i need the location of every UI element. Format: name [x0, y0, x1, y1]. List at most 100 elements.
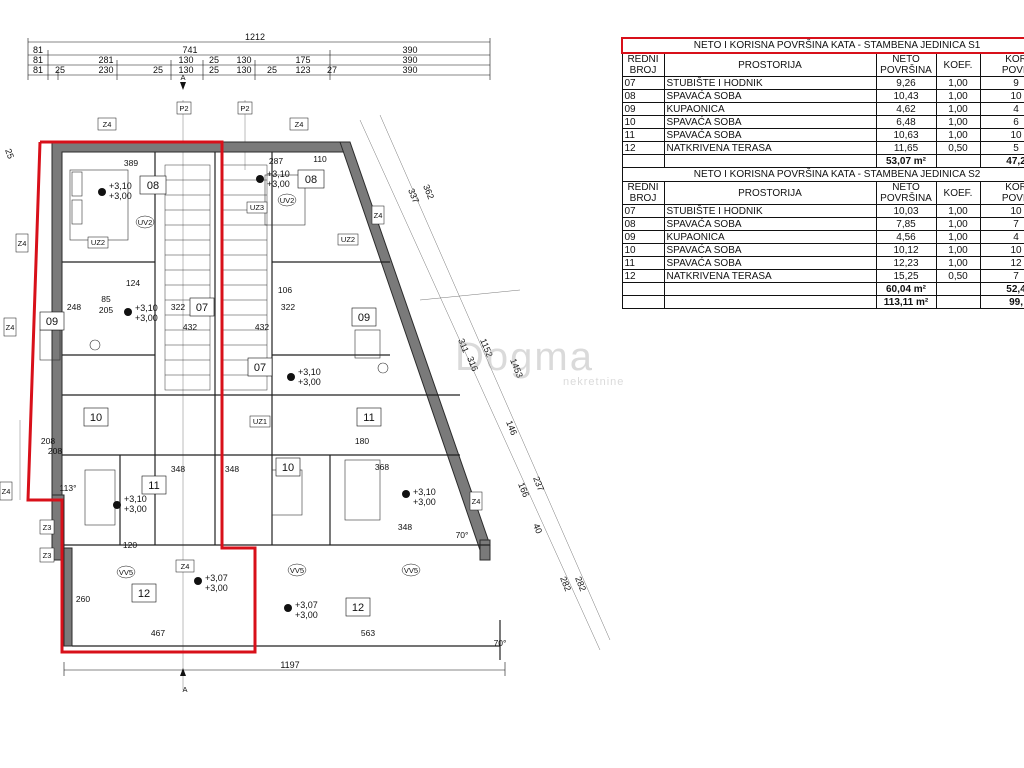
- svg-text:UV2: UV2: [138, 218, 153, 227]
- dim-label: 362: [421, 183, 436, 201]
- room-label: 11: [148, 480, 159, 492]
- header-koef: KOEF.: [935, 52, 981, 77]
- dim-label: 741: [182, 45, 197, 55]
- dim-label: 175: [295, 55, 310, 65]
- svg-text:UZ1: UZ1: [253, 417, 267, 426]
- dim-label: 166: [516, 481, 531, 499]
- header-koef: KOEF.: [935, 181, 981, 205]
- dim-label: 120: [123, 540, 137, 550]
- room-label: 11: [363, 412, 374, 424]
- dim-label: 1212: [245, 32, 265, 42]
- bottom-dimension: 1197: [63, 660, 506, 676]
- dim-label: 389: [124, 158, 138, 168]
- plan-tags: Z4 Z4 Z4 Z4 Z4 Z4 Z4 Z4 Z3 Z3 P2 P2 UV2 …: [0, 73, 483, 694]
- svg-text:UZ2: UZ2: [341, 235, 355, 244]
- dim-label: 81: [33, 55, 43, 65]
- room-label: 08: [147, 180, 159, 192]
- level-marker: +3,07+3,00: [284, 600, 318, 620]
- level-marker: +3,07+3,00: [194, 573, 228, 593]
- svg-text:UV2: UV2: [280, 196, 295, 205]
- svg-text:VV5: VV5: [290, 566, 304, 575]
- dim-label: 180: [355, 436, 369, 446]
- tag-z4: Z4: [371, 205, 385, 225]
- svg-text:UZ3: UZ3: [250, 203, 264, 212]
- svg-text:A: A: [182, 685, 187, 694]
- tag-uz2: UZ2: [87, 236, 109, 249]
- svg-text:+3,00: +3,00: [109, 191, 132, 201]
- tag-uv2: UV2: [135, 215, 155, 229]
- dim-label: 70°: [494, 638, 507, 648]
- room-label: 09: [46, 316, 58, 328]
- svg-text:P2: P2: [179, 104, 188, 113]
- tag-z4: Z4: [0, 481, 13, 501]
- tag-uz3: UZ3: [246, 201, 268, 214]
- dim-label: 130: [178, 65, 193, 75]
- header-prostorija: PROSTORIJA: [663, 52, 877, 77]
- dim-label: 81: [33, 45, 43, 55]
- svg-text:+3,00: +3,00: [295, 610, 318, 620]
- tag-uz1: UZ1: [249, 415, 271, 428]
- svg-text:+3,00: +3,00: [413, 497, 436, 507]
- header-korisna: KORPOVR: [979, 181, 1024, 205]
- svg-text:+3,00: +3,00: [135, 313, 158, 323]
- room-label: 12: [138, 588, 150, 600]
- svg-text:Z4: Z4: [472, 497, 481, 506]
- dim-label: 113°: [60, 483, 77, 493]
- leader-lines: [19, 100, 611, 690]
- svg-text:UZ2: UZ2: [91, 238, 105, 247]
- svg-text:Z3: Z3: [43, 523, 52, 532]
- svg-text:+3,10: +3,10: [135, 303, 158, 313]
- dim-label: 337: [406, 187, 421, 205]
- header-korisna: KORPOVR: [979, 52, 1024, 77]
- svg-text:+3,00: +3,00: [205, 583, 228, 593]
- dim-label: 81: [33, 65, 43, 75]
- header-prostorija: PROSTORIJA: [663, 181, 877, 205]
- watermark-brand: Dogma: [455, 335, 594, 379]
- tag-vv5: VV5: [401, 563, 421, 577]
- room-label: 10: [90, 412, 102, 424]
- room-label: 10: [282, 462, 294, 474]
- dim-label: 25: [3, 147, 16, 160]
- floor-plan: 1212 81 741 390 81 281 130 25 130 175 39…: [0, 32, 611, 694]
- dim-label: 390: [402, 65, 417, 75]
- svg-text:+3,10: +3,10: [413, 487, 436, 497]
- level-markers: +3,10+3,00 +3,10+3,00 +3,10+3,00 +3,10+3…: [98, 169, 436, 620]
- tag-vv5: VV5: [287, 563, 307, 577]
- dim-label: 322: [281, 302, 295, 312]
- tag-p2: P2: [176, 101, 192, 115]
- dim-label: 25: [267, 65, 277, 75]
- dim-label: 311: [456, 337, 471, 354]
- svg-text:+3,07: +3,07: [295, 600, 318, 610]
- svg-text:A: A: [180, 73, 185, 82]
- room-label: 07: [254, 362, 266, 374]
- svg-text:VV5: VV5: [404, 566, 418, 575]
- svg-text:P2: P2: [240, 104, 249, 113]
- dim-label: 281: [98, 55, 113, 65]
- dim-label: 25: [55, 65, 65, 75]
- dim-label: 432: [255, 322, 269, 332]
- dim-label: 106: [278, 285, 292, 295]
- top-dimensions: [27, 38, 491, 80]
- dim-label: 260: [76, 594, 90, 604]
- tag-vv5: VV5: [116, 565, 136, 579]
- level-marker: +3,10+3,00: [402, 487, 436, 507]
- s2-title: NETO I KORISNA POVRŠINA KATA - STAMBENA …: [621, 167, 1024, 182]
- svg-text:+3,00: +3,00: [124, 504, 147, 514]
- watermark: Dogma nekretnine: [455, 335, 624, 388]
- dim-label: 390: [402, 55, 417, 65]
- room-labels: 08 08 07 07 09 09 10 10 11 11 12 12: [39, 169, 382, 617]
- room-label: 07: [196, 302, 208, 314]
- dim-label: 322: [171, 302, 185, 312]
- svg-text:Z4: Z4: [6, 323, 15, 332]
- dim-label: 432: [183, 322, 197, 332]
